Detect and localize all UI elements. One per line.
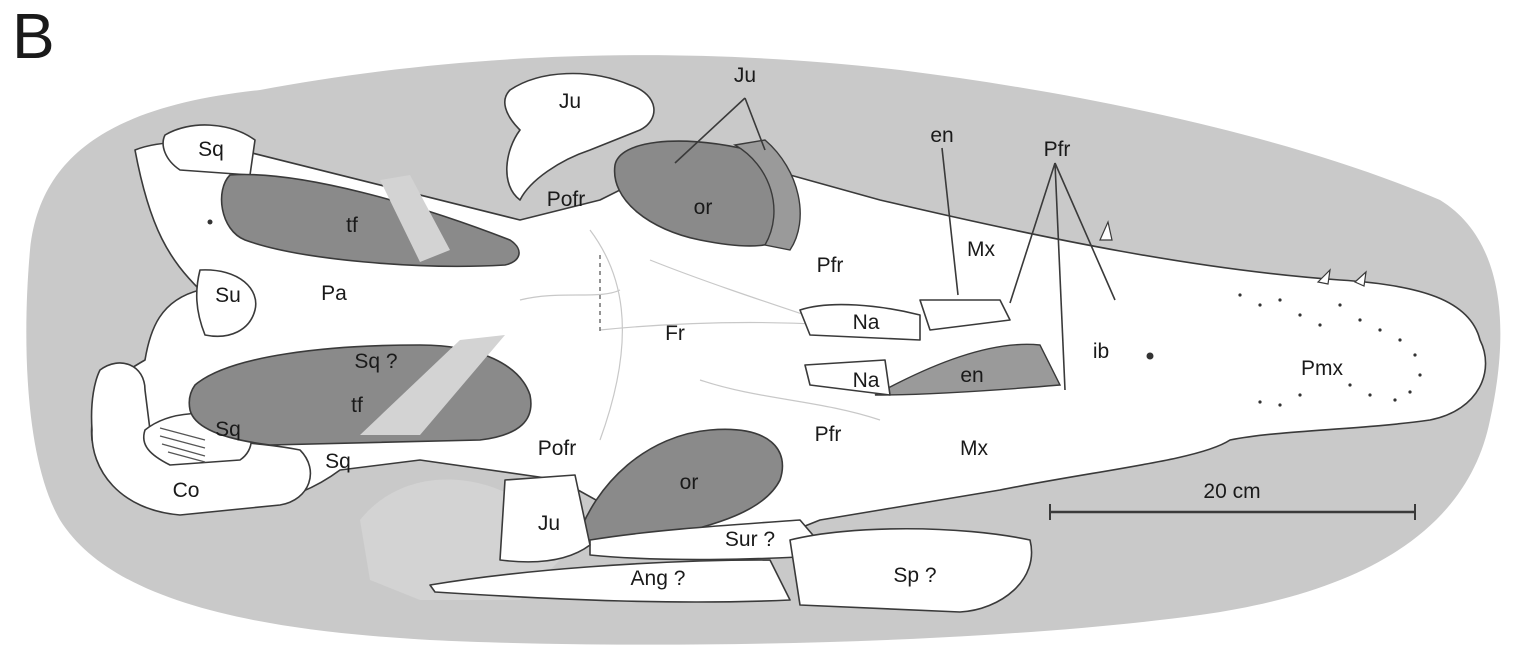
label-ju-top: Ju [734, 64, 756, 87]
label-su: Su [215, 284, 241, 307]
label-na-bottom: Na [853, 369, 880, 392]
label-pofr-bottom: Pofr [538, 437, 577, 460]
label-pofr-top: Pofr [547, 188, 586, 211]
label-ju-top-left: Ju [559, 90, 581, 113]
label-pfr-bottom: Pfr [815, 423, 842, 446]
label-ju-bottom: Ju [538, 512, 560, 535]
label-co: Co [173, 479, 200, 502]
label-sp-q: Sp ? [893, 564, 936, 587]
label-sq-top: Sq [198, 138, 224, 161]
label-en-top: en [930, 124, 953, 147]
label-pmx: Pmx [1301, 357, 1344, 380]
label-tf-top: tf [346, 214, 358, 237]
label-or-top: or [694, 196, 713, 219]
label-mx-top: Mx [967, 238, 995, 261]
label-sq-q: Sq ? [354, 350, 397, 373]
label-ib: ib [1093, 340, 1109, 363]
label-pa: Pa [321, 282, 347, 305]
label-en-mid: en [960, 364, 983, 387]
label-fr: Fr [665, 322, 685, 345]
scale-bar-label: 20 cm [1203, 480, 1260, 503]
label-na-top: Na [853, 311, 880, 334]
label-tf-bottom: tf [351, 394, 363, 417]
label-ang-q: Ang ? [631, 567, 686, 590]
label-sur-q: Sur ? [725, 528, 775, 551]
label-pfr-top: Pfr [1044, 138, 1071, 161]
label-sq-bottom: Sq [325, 450, 351, 473]
label-sq-left: Sq [215, 418, 241, 441]
label-pfr-mid: Pfr [817, 254, 844, 277]
label-mx-bottom: Mx [960, 437, 988, 460]
label-or-bottom: or [680, 471, 699, 494]
